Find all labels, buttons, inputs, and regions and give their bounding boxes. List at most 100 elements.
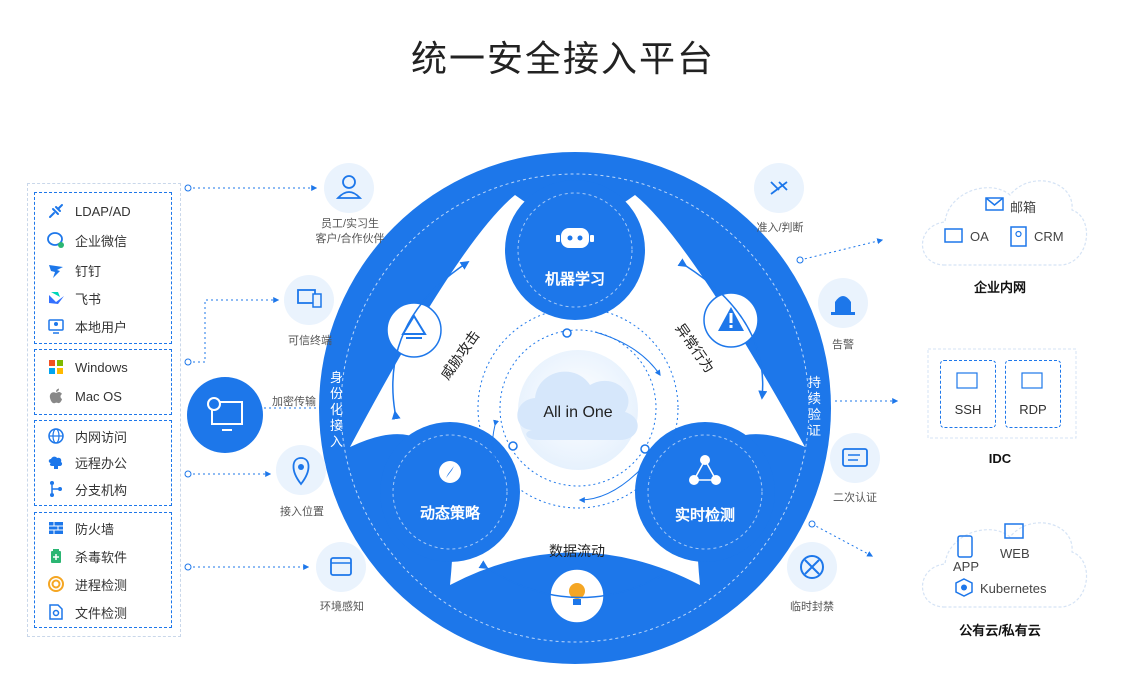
- mail-icon: [985, 197, 1004, 211]
- network-panel: 内网访问 远程办公 分支机构: [34, 420, 172, 506]
- env-node[interactable]: [316, 542, 366, 592]
- feishu-icon: [49, 292, 64, 304]
- list-item-remote-office[interactable]: 远程办公: [47, 450, 127, 474]
- terminal-label: 可信终端: [288, 335, 332, 347]
- dingtalk-icon: [49, 265, 63, 278]
- app-label: APP: [953, 559, 980, 574]
- bulb-icon: [569, 583, 585, 599]
- item-label: 钉钉: [75, 263, 102, 279]
- list-item-wecom[interactable]: 企业微信: [47, 228, 127, 252]
- user-label-line2: 客户/合作伙伴: [315, 233, 385, 245]
- env-label: 环境感知: [320, 601, 364, 613]
- crm-icon: [1010, 226, 1027, 247]
- item-label: LDAP/AD: [75, 203, 131, 219]
- location-label: 接入位置: [280, 506, 324, 518]
- item-label: 文件检测: [75, 605, 128, 621]
- list-item-process-check[interactable]: 进程检测: [47, 572, 127, 596]
- branch-icon: [50, 481, 62, 497]
- item-label: 本地用户: [75, 319, 128, 335]
- rdp-icon: [1021, 372, 1043, 389]
- idc-caption: IDC: [988, 451, 1012, 466]
- intranet-caption: 企业内网: [973, 280, 1026, 295]
- realtime-circle[interactable]: [635, 422, 775, 562]
- item-label: 内网访问: [75, 429, 128, 445]
- local-user-icon: [48, 319, 64, 334]
- firewall-icon: [49, 522, 63, 534]
- intranet-cloud: [922, 180, 1088, 266]
- apple-icon: [49, 388, 62, 404]
- item-label: 防火墙: [75, 521, 115, 537]
- list-item-ldap[interactable]: LDAP/AD: [47, 199, 131, 223]
- kubernetes-icon: [955, 578, 973, 597]
- ring-right-text: 持续验证: [808, 375, 822, 438]
- ssh-label: SSH: [954, 402, 982, 417]
- terminal-node[interactable]: [284, 275, 334, 325]
- list-item-local-user[interactable]: 本地用户: [47, 314, 127, 338]
- realtime-label: 实时检测: [674, 507, 735, 524]
- center-orbit-outer: [477, 307, 679, 509]
- oa-label: OA: [970, 229, 989, 244]
- block-label: 临时封禁: [790, 601, 834, 613]
- ring-left-text: 身份化接入: [330, 370, 344, 449]
- item-label: Mac OS: [75, 388, 122, 404]
- center-orbit-inner: [499, 329, 657, 487]
- rdp-label: RDP: [1019, 402, 1047, 417]
- ring-dash-track: [340, 173, 810, 643]
- network-icon: [689, 455, 721, 485]
- globe-icon: [48, 428, 64, 444]
- user-node-label: 员工/实习生 客户/合作伙伴: [305, 217, 395, 247]
- dataflow-label: 数据流动: [549, 543, 605, 559]
- list-item-macos[interactable]: Mac OS: [47, 384, 122, 408]
- encrypt-label: 加密传输: [272, 396, 316, 408]
- mail-label: 邮箱: [1010, 200, 1037, 215]
- list-item-branch[interactable]: 分支机构: [47, 477, 127, 501]
- list-item-file-check[interactable]: 文件检测: [47, 600, 127, 624]
- policy-circle[interactable]: [380, 422, 520, 562]
- policy-label: 动态策略: [419, 505, 480, 522]
- center-cloud-icon: [517, 371, 638, 440]
- identity-source-panel: LDAP/AD 企业微信 钉钉 飞书 本地用户: [34, 192, 172, 344]
- cloud-monitor-icon: [48, 456, 63, 469]
- antivirus-icon: [51, 549, 61, 563]
- item-label: 杀毒软件: [75, 549, 128, 565]
- list-item-antivirus[interactable]: 杀毒软件: [47, 544, 127, 568]
- ssh-icon: [956, 372, 978, 389]
- wecom-icon: [47, 232, 64, 248]
- k8s-label: Kubernetes: [980, 581, 1047, 596]
- item-label: 分支机构: [75, 482, 128, 498]
- user-label-line1: 员工/实习生: [320, 218, 380, 230]
- item-label: 进程检测: [75, 577, 128, 593]
- web-icon: [1004, 523, 1024, 539]
- item-label: 企业微信: [75, 233, 128, 249]
- file-check-icon: [49, 604, 63, 620]
- security-check-panel: 防火墙 杀毒软件 进程检测 文件检测: [34, 512, 172, 628]
- cloud-caption: 公有云/私有云: [959, 623, 1041, 638]
- oa-icon: [944, 228, 963, 243]
- item-label: 远程办公: [75, 455, 128, 471]
- rdp-box[interactable]: RDP: [1005, 360, 1061, 428]
- list-item-feishu[interactable]: 飞书: [47, 286, 101, 310]
- list-item-dingtalk[interactable]: 钉钉: [47, 258, 101, 282]
- page-title: 统一安全接入平台: [410, 39, 715, 80]
- list-item-intranet[interactable]: 内网访问: [47, 424, 127, 448]
- ml-label: 机器学习: [544, 271, 605, 288]
- mfa-node[interactable]: [830, 433, 880, 483]
- ssh-box[interactable]: SSH: [940, 360, 996, 428]
- threat-icon-disc: [386, 302, 442, 358]
- ml-circle[interactable]: [505, 180, 645, 320]
- os-panel: Windows Mac OS: [34, 349, 172, 415]
- idc-frame: [927, 348, 1077, 439]
- encrypt-node[interactable]: [187, 377, 263, 453]
- list-item-firewall[interactable]: 防火墙: [47, 516, 114, 540]
- robot-icon: [561, 228, 589, 248]
- web-label: WEB: [1000, 546, 1030, 561]
- app-icon: [957, 535, 973, 558]
- alert-label: 告警: [832, 339, 854, 351]
- center-label: All in One: [543, 404, 613, 421]
- access-label: 准入/判断: [756, 222, 804, 234]
- item-label: 飞书: [75, 291, 102, 307]
- list-item-windows[interactable]: Windows: [47, 355, 128, 379]
- mfa-label: 二次认证: [833, 492, 877, 504]
- windows-icon: [49, 360, 63, 374]
